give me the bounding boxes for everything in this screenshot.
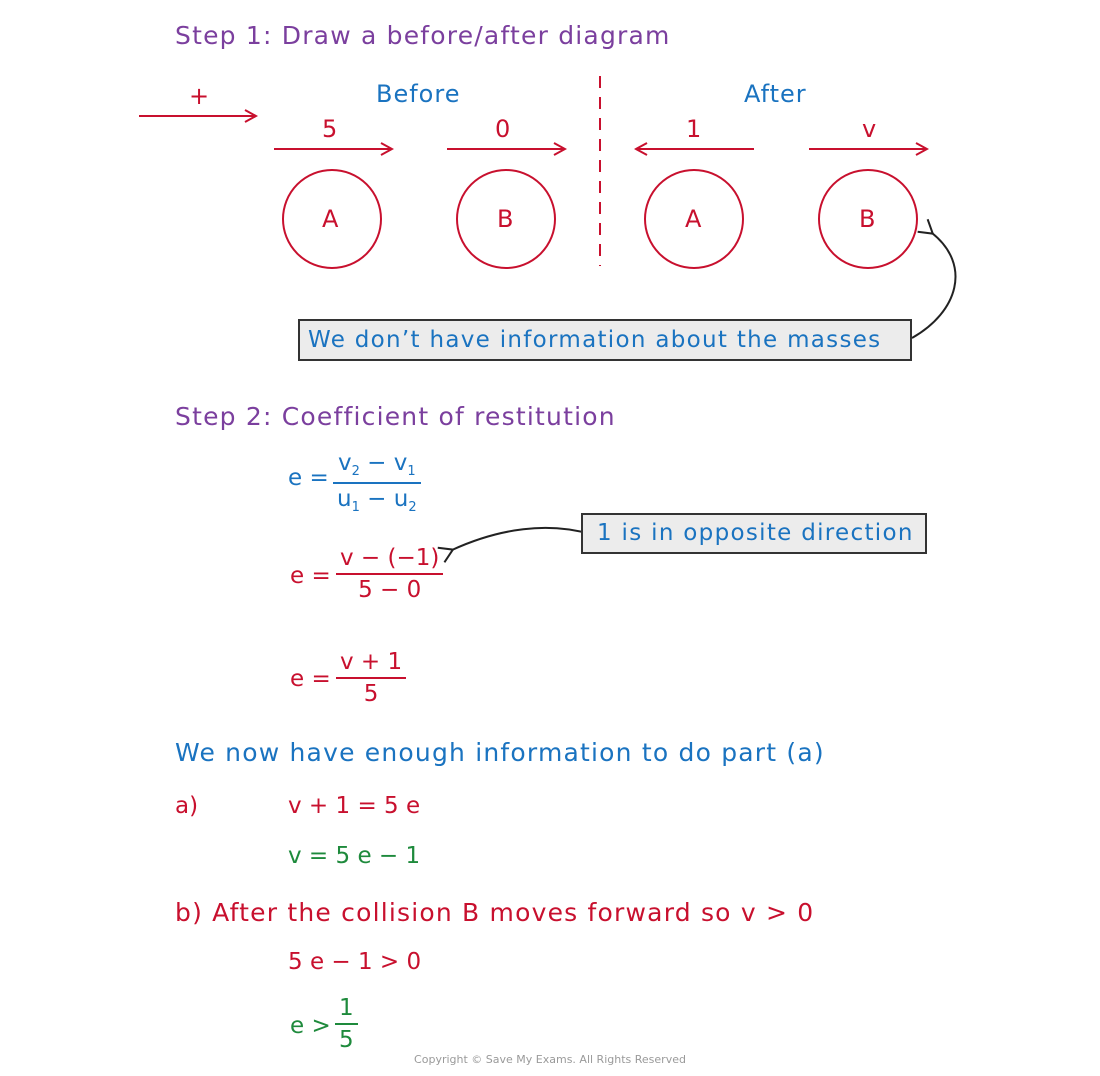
masses-note: We don’t have information about the mass… <box>298 319 912 361</box>
velocity-label-after-b: v <box>862 115 878 143</box>
ball-a-before <box>282 169 382 269</box>
part-b-text: b) After the collision B moves forward s… <box>175 898 815 927</box>
ball-label-b-before: B <box>497 205 515 233</box>
velocity-label-before-b: 0 <box>495 115 512 143</box>
sub2-numerator: v + 1 <box>340 649 403 675</box>
part-b-fraction: 1 5 <box>335 995 358 1054</box>
ball-b-before <box>456 169 556 269</box>
ball-label-a-before: A <box>322 205 340 233</box>
direction-note-pointer <box>437 526 591 563</box>
formula-fraction: v2 − v1 u1 − u2 <box>333 450 421 516</box>
sub1-numerator: v − (−1) <box>340 545 440 571</box>
after-label: After <box>744 80 807 108</box>
velocity-label-before-a: 5 <box>322 115 339 143</box>
sub1-denominator: 5 − 0 <box>358 577 422 604</box>
formula-lhs: e = <box>288 465 329 491</box>
step1-title: Step 1: Draw a before/after diagram <box>175 21 671 50</box>
sub2-fraction: v + 1 5 <box>336 649 407 708</box>
formula-denominator: u1 − u2 <box>337 485 417 515</box>
sub1-lhs: e = <box>290 563 331 589</box>
part-b-denominator: 5 <box>339 1027 354 1054</box>
part-a-line1: v + 1 = 5 e <box>288 793 421 819</box>
formula-numerator: v2 − v1 <box>337 450 416 479</box>
copyright-notice: Copyright © Save My Exams. All Rights Re… <box>414 1053 686 1066</box>
velocity-label-after-a: 1 <box>686 115 703 143</box>
part-b-numerator: 1 <box>339 995 354 1021</box>
part-a-line2: v = 5 e − 1 <box>288 843 421 869</box>
conclusion-text: We now have enough information to do par… <box>175 738 825 767</box>
ball-b-after <box>818 169 918 269</box>
before-label: Before <box>376 80 461 108</box>
positive-direction-label: + <box>189 82 211 110</box>
ball-label-a-after: A <box>685 205 703 233</box>
part-b-line1: 5 e − 1 > 0 <box>288 949 422 975</box>
part-a-label: a) <box>175 793 199 819</box>
part-b-ineq-lhs: e > <box>290 1013 331 1039</box>
ball-label-b-after: B <box>859 205 877 233</box>
direction-note: 1 is in opposite direction <box>581 513 927 554</box>
ball-a-after <box>644 169 744 269</box>
sub2-denominator: 5 <box>363 681 379 708</box>
masses-note-text: We don’t have information about the mass… <box>308 326 882 353</box>
direction-note-text: 1 is in opposite direction <box>597 520 914 546</box>
step2-title: Step 2: Coefficient of restitution <box>175 402 616 431</box>
sub2-lhs: e = <box>290 666 331 692</box>
masses-note-pointer <box>911 218 957 339</box>
sub1-fraction: v − (−1) 5 − 0 <box>336 545 444 604</box>
